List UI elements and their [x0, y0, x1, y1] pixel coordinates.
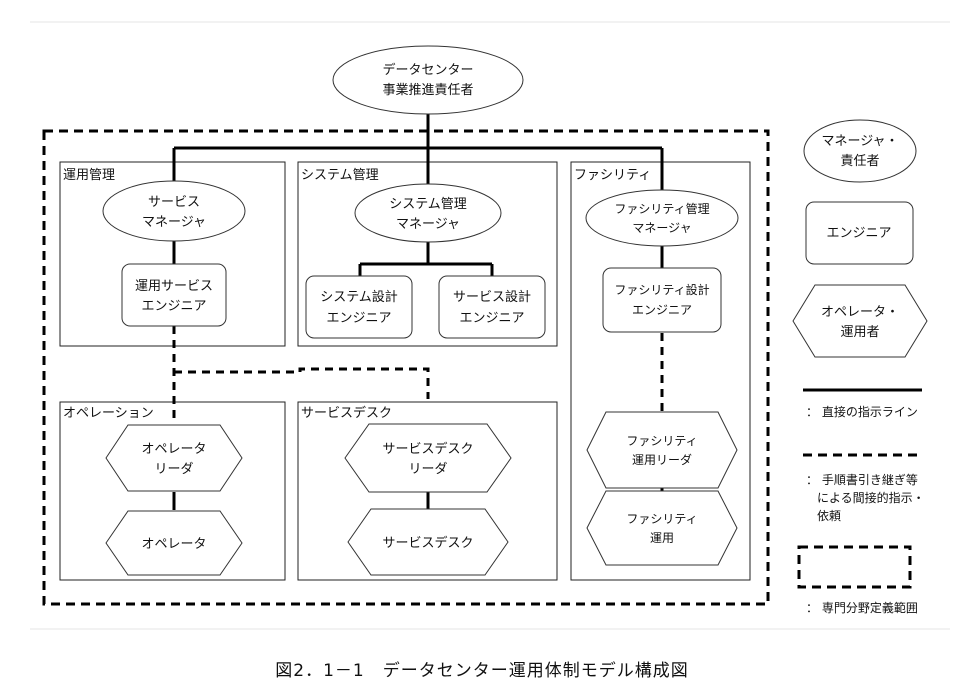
sys-mgmt-engineer-b-box [438, 275, 546, 339]
legend-engineer-line1: エンジニア [826, 226, 891, 241]
sys-mgmt-manager-line2: マネージャ [396, 217, 460, 232]
sys-mgmt-engineer-a-line1: システム設計 [320, 289, 398, 305]
facility-leader-line1: ファシリティ [626, 434, 697, 448]
legend-dashed-line-label-line2: による間接的指示・ [817, 490, 925, 505]
ops-mgmt-engineer-line1: 運用サービス [135, 279, 213, 294]
group-box-service-desk [297, 401, 558, 581]
legend-manager-ellipse [803, 119, 917, 183]
facility-engineer-line1: ファシリティ設計 [614, 282, 709, 297]
facility-leader-line2: 運用リーダ [632, 452, 692, 467]
legend-manager-line1: マネージャ・ [821, 134, 898, 149]
service-desk-leader-line2: リーダ [408, 462, 447, 477]
service-desk-leader-hexagon [344, 423, 512, 493]
sys-mgmt-manager-ellipse [354, 183, 502, 243]
legend-dashed-line-label-line1: ： 手順書引き継ぎ等 [806, 472, 918, 487]
facility-operator-hexagon [586, 490, 738, 566]
facility-manager-line2: マネージャ [632, 221, 691, 235]
top-node-label-line1: データセンター [382, 62, 473, 78]
sys-mgmt-engineer-a-box [305, 275, 413, 339]
legend-manager-line2: 責任者 [840, 154, 879, 169]
sys-mgmt-engineer-a-line2: エンジニア [326, 311, 391, 326]
operation-leader-hexagon [105, 424, 243, 492]
group-label-operation: オペレーション [63, 406, 154, 421]
facility-manager-line1: ファシリティ管理 [614, 201, 709, 216]
legend-engineer-box [805, 201, 914, 265]
ops-mgmt-engineer-box [121, 263, 227, 327]
ops-mgmt-engineer-line2: エンジニア [141, 299, 206, 314]
operation-leader-line2: リーダ [154, 462, 193, 477]
legend-scope-label: ： 専門分野定義範囲 [806, 600, 918, 615]
sys-mgmt-engineer-b-line2: エンジニア [459, 311, 524, 326]
service-desk-leader-line1: サービスデスク [382, 441, 473, 457]
facility-operator-line2: 運用 [650, 531, 674, 545]
figure-caption: 図2．1－1 データセンター運用体制モデル構成図 [275, 661, 689, 681]
facility-manager-ellipse [585, 189, 739, 247]
operation-leader-line1: オペレータ [141, 442, 206, 457]
facility-engineer-line2: エンジニア [632, 303, 692, 317]
legend-solid-line-label: ： 直接の指示ライン [806, 404, 918, 419]
legend-operator-hexagon [792, 284, 928, 358]
ops-mgmt-manager-line1: サービス [148, 195, 200, 210]
top-node-ellipse [332, 45, 524, 115]
sys-mgmt-manager-line1: システム管理 [389, 197, 467, 212]
legend-dashed-line-label-line3: 依頼 [817, 508, 841, 523]
facility-engineer-box [602, 267, 722, 333]
group-label-facility: ファシリティ [574, 168, 651, 183]
group-label-ops-mgmt: 運用管理 [63, 168, 115, 183]
operation-operator-hexagon [105, 510, 243, 576]
service-desk-staff-line1: サービスデスク [382, 535, 473, 551]
operation-operator-line1: オペレータ [141, 537, 206, 552]
service-desk-staff-hexagon [347, 508, 509, 576]
facility-operator-line1: ファシリティ [626, 512, 697, 526]
facility-leader-hexagon [586, 411, 738, 489]
sys-mgmt-engineer-b-line1: サービス設計 [453, 289, 531, 305]
ops-mgmt-manager-line2: マネージャ [142, 215, 206, 230]
scope-boundary [42, 129, 770, 606]
legend-operator-line2: 運用者 [840, 325, 879, 340]
legend-operator-line1: オペレータ・ [821, 305, 899, 320]
ops-mgmt-manager-ellipse [102, 180, 246, 242]
legend-scope-sample [797, 545, 912, 589]
group-label-service-desk: サービスデスク [301, 405, 392, 421]
group-label-sys-mgmt: システム管理 [301, 168, 379, 183]
top-node-label-line2: 事業推進責任者 [382, 82, 473, 98]
